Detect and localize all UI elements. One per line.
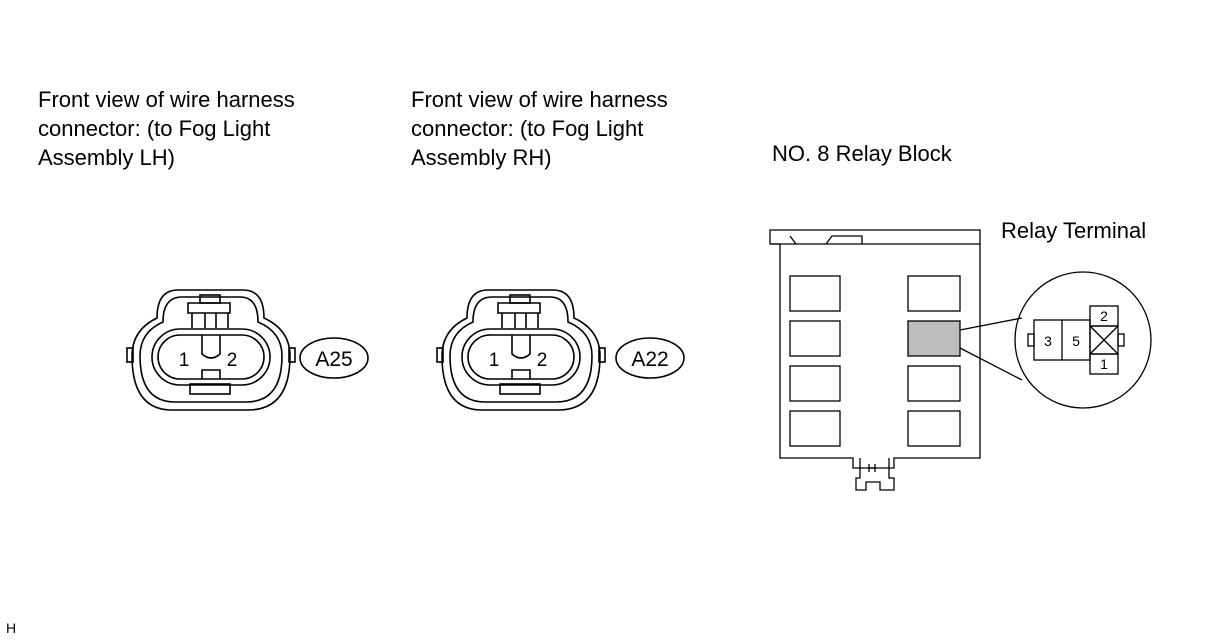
caption-line: connector: (to Fog Light: [38, 116, 271, 141]
connector-cavity: [151, 328, 271, 386]
connector-code: A25: [315, 348, 352, 371]
relay-slot: [789, 410, 841, 447]
pin-divider: [201, 335, 221, 359]
relay-terminal-pin-bottom: [1089, 353, 1119, 375]
pin-label: 1: [179, 350, 190, 371]
leader-line: [959, 317, 1023, 331]
connector-rh-caption: Front view of wire harness connector: (t…: [411, 85, 668, 172]
connector-housing: [436, 289, 606, 411]
connector-housing: [126, 289, 296, 411]
relay-block-tab: [855, 458, 895, 491]
pin-label: 5: [1072, 333, 1080, 349]
caption-line: Assembly LH): [38, 145, 175, 170]
relay-slot: [789, 275, 841, 312]
relay-slot: [907, 275, 961, 312]
pin-label: 1: [1100, 356, 1108, 372]
connector-code-badge: [299, 337, 369, 379]
relay-terminal-circle: [1014, 271, 1152, 409]
pin-divider: [511, 335, 531, 359]
connector-code: A22: [631, 348, 668, 371]
relay-terminal-caption: Relay Terminal: [1001, 218, 1147, 243]
corner-mark: H: [6, 620, 17, 636]
pin-label: 1: [489, 350, 500, 371]
caption-line: Front view of wire harness: [411, 87, 668, 112]
relay-slot: [789, 320, 841, 357]
relay-block-caption: NO. 8 Relay Block: [772, 141, 952, 166]
pin-label: 3: [1044, 333, 1052, 349]
pin-label: 2: [227, 350, 238, 371]
relay-block: [769, 229, 981, 491]
caption-line: Assembly RH): [411, 145, 552, 170]
connector-cavity: [461, 328, 581, 386]
connector-lh-caption: Front view of wire harness connector: (t…: [38, 85, 295, 172]
relay-terminal-view: 3 5 2 1: [1014, 271, 1152, 409]
connector-code-badge: [615, 337, 685, 379]
connector-a25: 1 2 A25: [126, 289, 369, 411]
connector-a22: 1 2 A22: [436, 289, 685, 411]
caption-line: Front view of wire harness: [38, 87, 295, 112]
connector-cavity-inner: [157, 334, 265, 380]
relay-slot: [907, 365, 961, 402]
pin-label: 2: [1100, 308, 1108, 324]
pin-label: 2: [537, 350, 548, 371]
relay-slot: [789, 365, 841, 402]
relay-slot-highlighted: [907, 320, 961, 357]
leader-line: [959, 347, 1023, 381]
relay-slot: [907, 410, 961, 447]
connector-cavity-inner: [467, 334, 575, 380]
relay-terminal-tab: [1117, 333, 1125, 347]
caption-line: connector: (to Fog Light: [411, 116, 644, 141]
relay-terminal-tab: [1027, 333, 1035, 347]
